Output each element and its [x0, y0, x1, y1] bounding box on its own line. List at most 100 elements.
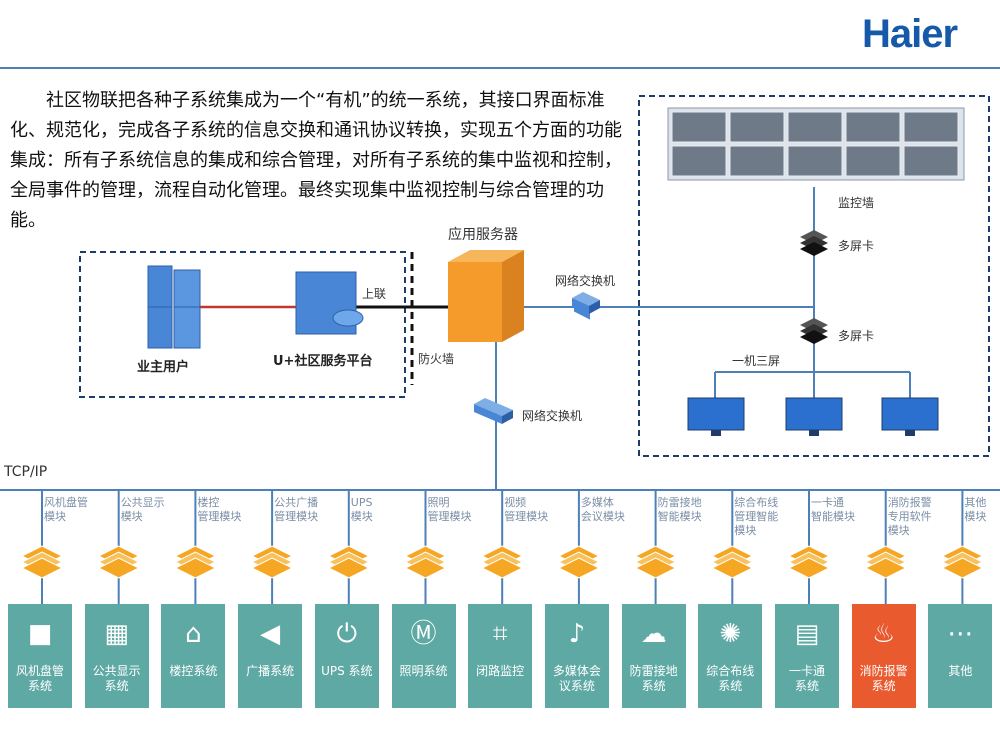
system-tile: ♪ 多媒体会议系统	[544, 604, 609, 708]
module-label: 楼控管理模块	[197, 496, 242, 523]
multi-screen-label-2: 多屏卡	[838, 329, 875, 343]
module-label: 公共显示模块	[120, 496, 165, 523]
monitor-wall-cell	[903, 145, 959, 177]
monitor-wall-label: 监控墙	[838, 196, 875, 210]
module-hub-icon	[711, 557, 754, 579]
system-tile: ♨ 消防报警系统	[851, 604, 916, 708]
monitor-wall-cell	[787, 145, 843, 177]
uplink-label: 上联	[362, 287, 387, 301]
display-icon: ▦	[104, 619, 129, 649]
system-tile-label: 防雷接地系统	[629, 664, 678, 693]
monitor-wall	[667, 107, 965, 181]
multi-screen-card-2	[800, 318, 828, 344]
system-tile: ✺ 综合布线系统	[698, 604, 763, 708]
id-card-icon: ▤	[794, 619, 820, 649]
multi-screen-label-1: 多屏卡	[838, 239, 875, 253]
multi-screen-card-1	[800, 230, 828, 256]
monitor-zone-box	[638, 95, 990, 457]
module-label: 一卡通智能模块	[811, 496, 855, 523]
system-tile-label: 楼控系统	[169, 664, 218, 678]
screen-1	[687, 397, 745, 436]
module-hub-icon	[174, 557, 217, 579]
module-hub-icon	[97, 557, 140, 579]
haier-logo: Haier	[862, 12, 958, 56]
system-tile-label: 广播系统	[246, 664, 295, 678]
top-switch-shape	[572, 292, 600, 314]
camera-icon: ⌗	[492, 619, 508, 649]
module-label: 消防报警专用软件模块	[887, 496, 932, 537]
module-hub-icon	[327, 557, 370, 579]
platform-label: U+社区服务平台	[273, 354, 373, 369]
screen-2	[785, 397, 843, 436]
system-tile: ⌗ 闭路监控	[468, 604, 533, 708]
lightning-cloud-icon: ☁	[640, 619, 667, 649]
owner-server-icon	[147, 265, 201, 349]
power-icon: ⏻	[336, 619, 358, 649]
mid-switch-label: 网络交换机	[522, 409, 583, 423]
module-hub-icon	[250, 557, 294, 579]
system-tile-label: 闭路监控	[476, 664, 525, 678]
system-tile-label: 消防报警系统	[859, 664, 908, 693]
system-tile: ⋯ 其他	[928, 604, 993, 708]
module-label: 其他模块	[964, 496, 987, 523]
module-label: 公共广播管理模块	[274, 496, 319, 523]
system-tile: ⌂ 楼控系统	[161, 604, 226, 708]
mid-switch-icon	[474, 398, 513, 424]
fire-extinguisher-icon: ♨	[872, 619, 896, 649]
monitor-wall-cell	[845, 111, 901, 143]
user-zone-box	[79, 251, 406, 398]
module-hub-icon	[941, 557, 984, 579]
top-switch-label: 网络交换机	[555, 274, 616, 288]
app-server-icon	[448, 250, 524, 342]
building-icon: ⌂	[185, 619, 202, 649]
module-label: 视频管理模块	[504, 496, 549, 523]
monitor-wall-cell	[903, 111, 959, 143]
app-server-label: 应用服务器	[448, 227, 518, 243]
module-hub-icon	[481, 557, 524, 579]
screen-3	[881, 397, 939, 436]
platform-server-icon	[295, 271, 364, 335]
module-label: 综合布线管理智能模块	[734, 496, 779, 537]
microphone-icon: ♪	[568, 619, 586, 649]
system-tile: ▦ 公共显示系统	[84, 604, 149, 708]
megaphone-icon: ◀	[260, 619, 281, 649]
system-tile-label: 多媒体会议系统	[552, 664, 601, 693]
system-tile-label: 风机盘管系统	[15, 664, 64, 693]
dots-icon: ⋯	[947, 619, 974, 649]
system-tile: ◀ 广播系统	[238, 604, 303, 708]
module-hub-icon	[404, 557, 447, 579]
one-three-label: 一机三屏	[732, 354, 781, 368]
system-tile-label: 公共显示系统	[92, 664, 141, 693]
owner-label: 业主用户	[137, 360, 190, 375]
system-tile-label: 一卡通系统	[788, 664, 825, 693]
system-tile: ■ 风机盘管系统	[8, 604, 72, 708]
system-tile: Ⓜ 照明系统	[391, 604, 456, 708]
system-tile: ☁ 防雷接地系统	[621, 604, 686, 708]
module-hub-icon	[557, 557, 601, 579]
monitor-wall-cell	[787, 111, 843, 143]
firewall-label: 防火墙	[418, 352, 455, 366]
monitor-wall-cell	[729, 145, 785, 177]
system-tile-label: 其他	[948, 664, 973, 678]
module-label: 多媒体会议模块	[580, 496, 625, 523]
system-tile-label: 照明系统	[399, 664, 448, 678]
module-hub-icon	[20, 557, 64, 579]
module-label: 照明管理模块	[427, 496, 472, 523]
intro-paragraph: 社区物联把各种子系统集成为一个“有机”的统一系统，其接口界面标准化、规范化，完成…	[10, 90, 622, 231]
system-tile: ⏻UPS 系统	[314, 604, 379, 708]
module-label: 风机盘管模块	[44, 496, 88, 523]
monitor-wall-cell	[671, 111, 727, 143]
module-hub-icon	[634, 557, 677, 579]
module-hub-icon	[787, 557, 831, 579]
header-divider	[0, 67, 1000, 69]
tcpip-label: TCP/IP	[4, 464, 48, 480]
monitor-wall-cell	[729, 111, 785, 143]
system-tile-label: 综合布线系统	[706, 664, 755, 693]
atom-icon: ✺	[719, 619, 742, 649]
cube-icon: ■	[27, 619, 53, 649]
system-tile: ▤ 一卡通系统	[775, 604, 839, 708]
lightbulb-icon: Ⓜ	[410, 619, 437, 649]
module-hub-icon	[864, 557, 907, 579]
